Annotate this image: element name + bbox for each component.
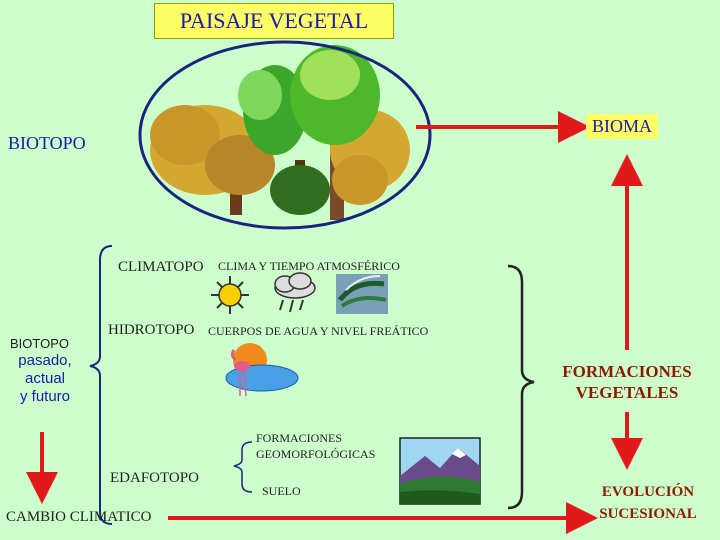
- geomorfologicas-line: GEOMORFOLÓGICAS: [256, 447, 376, 461]
- formaciones-geomorfologicas-label: FORMACIONES GEOMORFOLÓGICAS: [256, 430, 375, 462]
- climatopo-label: CLIMATOPO: [118, 259, 204, 275]
- rain-cloud-icon: [274, 272, 316, 313]
- page-title: PAISAJE VEGETAL: [154, 3, 394, 39]
- vegetales-line: VEGETALES: [575, 383, 679, 402]
- clima-description: CLIMA Y TIEMPO ATMOSFÉRICO: [218, 259, 400, 273]
- sucesional-line: SUCESIONAL: [599, 506, 697, 522]
- formaciones-geo-line: FORMACIONES: [256, 431, 343, 445]
- storm-icon: [336, 274, 388, 314]
- edafotopo-label: EDAFOTOPO: [110, 470, 199, 486]
- mountain-landscape-icon: [399, 437, 481, 505]
- formaciones-line: FORMACIONES: [562, 362, 692, 381]
- landscape-ellipse: [138, 40, 432, 230]
- trees-illustration: [150, 45, 410, 220]
- left-bracket: [89, 245, 113, 525]
- sun-icon: [211, 276, 249, 314]
- biotopo-small-label: BIOTOPO: [10, 336, 69, 351]
- evolucion-line: EVOLUCIÓN: [601, 484, 695, 500]
- biotopo-heading: BIOTOPO: [8, 133, 86, 153]
- actual-line: actual: [24, 370, 66, 387]
- pasado-line: pasado,: [18, 352, 72, 369]
- right-brace: [507, 264, 535, 510]
- formaciones-vegetales-label: FORMACIONES VEGETALES: [552, 361, 702, 403]
- suelo-label: SUELO: [262, 484, 301, 498]
- small-bracket: [233, 441, 253, 493]
- cambio-climatico-label: CAMBIO CLIMATICO: [6, 509, 152, 525]
- lake-flamingo-icon: [225, 343, 299, 397]
- hidrotopo-label: HIDROTOPO: [108, 322, 195, 338]
- hidro-description: CUERPOS DE AGUA Y NIVEL FREÁTICO: [208, 324, 429, 338]
- futuro-line: y futuro: [19, 388, 71, 405]
- pasado-actual-futuro: pasado, actual y futuro: [6, 352, 84, 406]
- bioma-label: BIOMA: [586, 114, 659, 139]
- evolucion-sucesional-label: EVOLUCIÓN SUCESIONAL: [588, 481, 708, 525]
